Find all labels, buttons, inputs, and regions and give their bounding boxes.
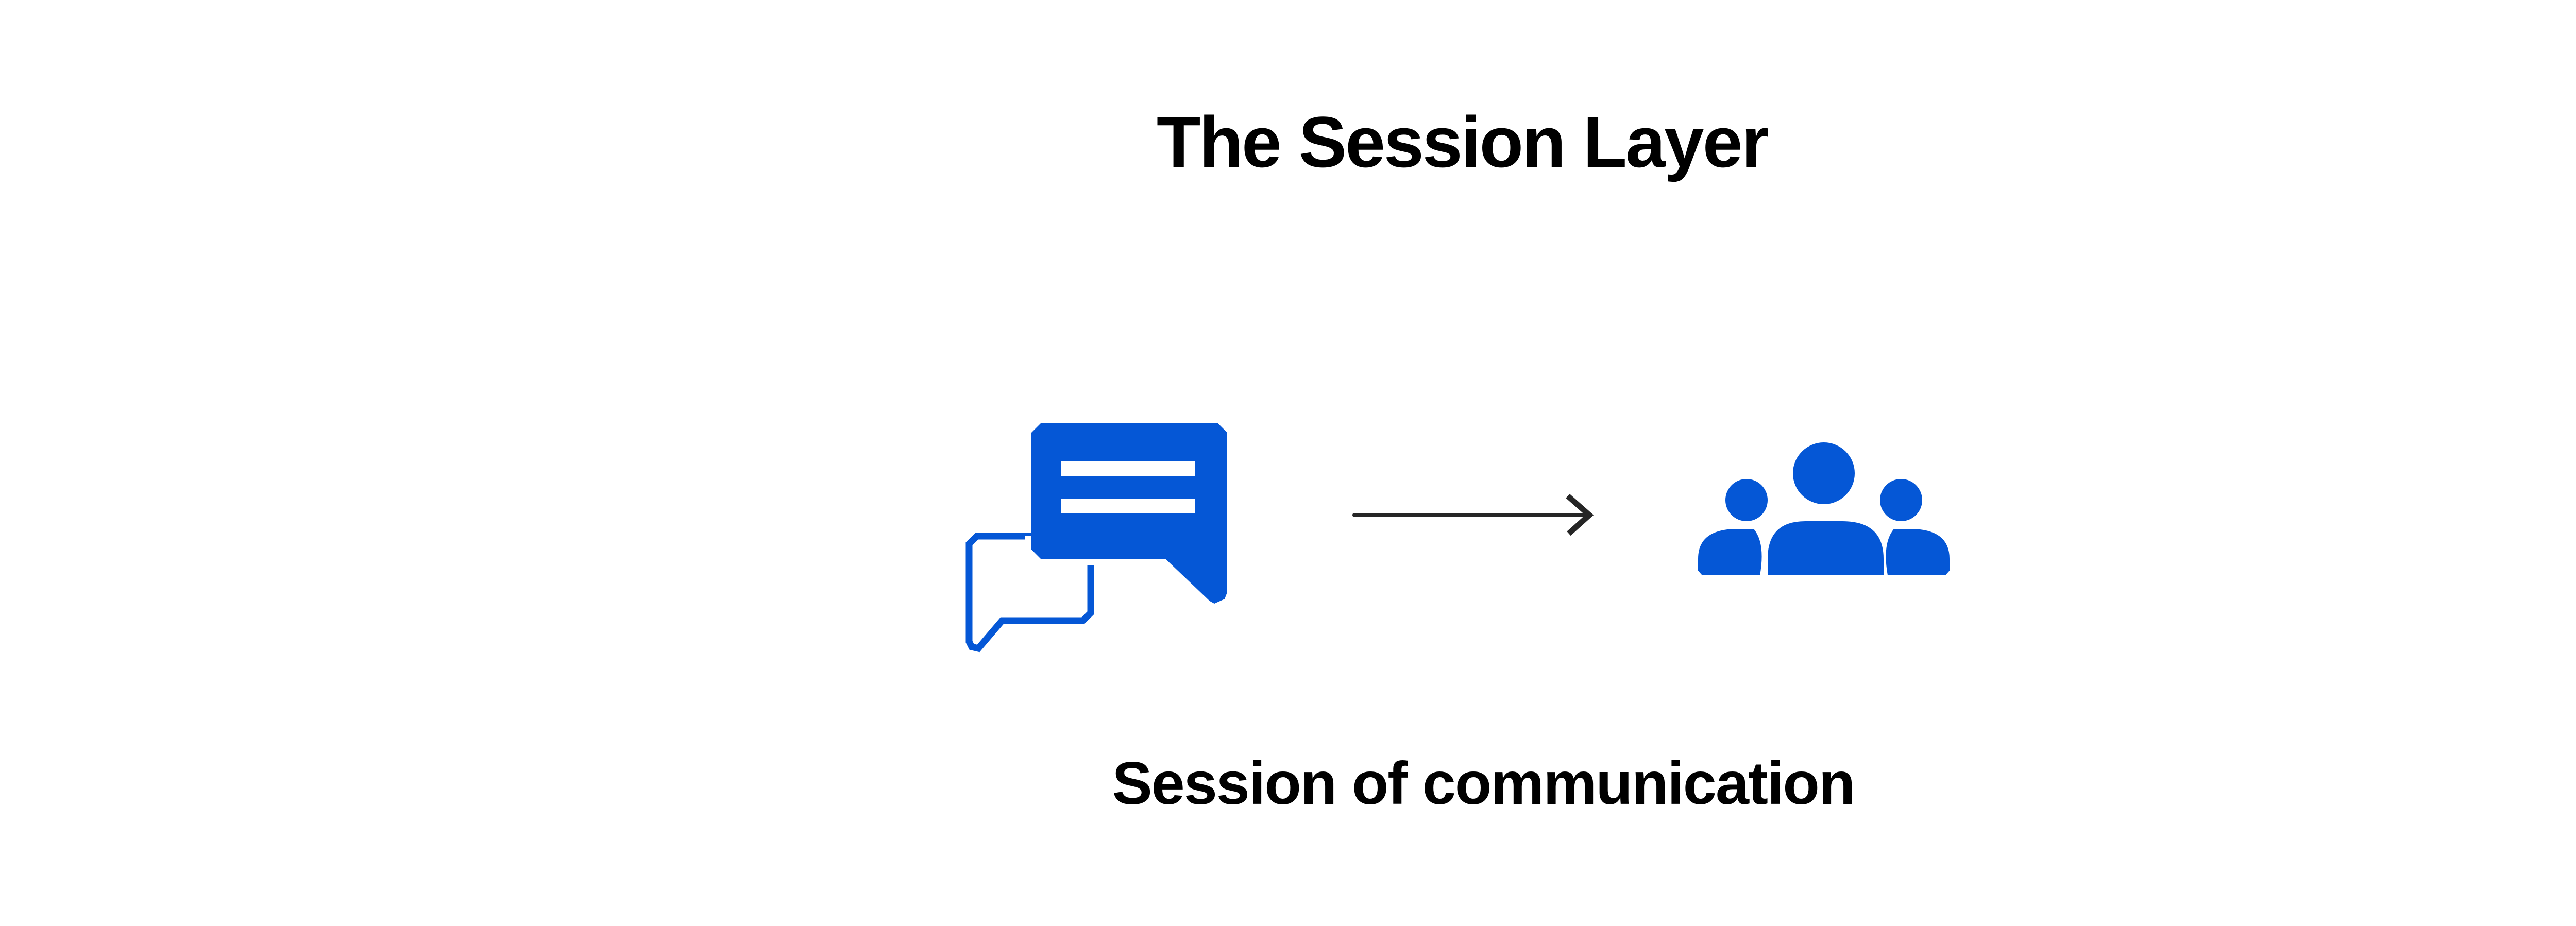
chat-text-bar-2 [1061, 499, 1195, 513]
person-left-head [1725, 479, 1768, 521]
arrow-right-icon [1352, 493, 1594, 536]
diagram-caption: Session of communication [1112, 749, 1856, 817]
chat-text-bar-1 [1061, 461, 1195, 476]
person-right-body [1886, 529, 1950, 575]
people-icon [1698, 442, 1950, 575]
person-center-head [1793, 442, 1855, 504]
page-title: The Session Layer [1156, 101, 1769, 182]
chat-icon [965, 423, 1227, 653]
arrow-head [1566, 493, 1594, 536]
person-right-head [1880, 479, 1922, 521]
person-left-body [1698, 529, 1762, 575]
person-center-body [1768, 521, 1884, 575]
